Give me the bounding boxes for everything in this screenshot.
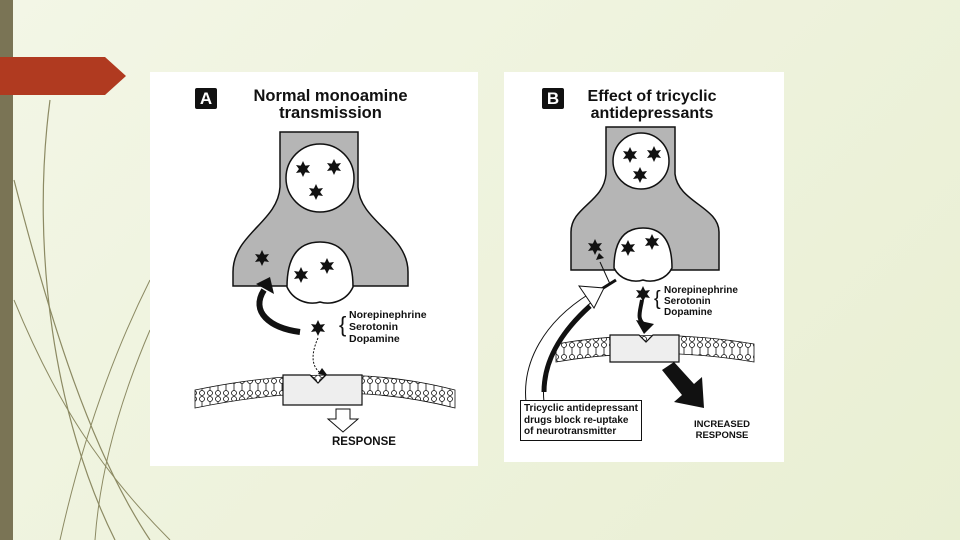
panel-a-badge: A bbox=[195, 88, 217, 109]
synaptic-vesicle-upper bbox=[285, 143, 355, 213]
panel-b-drug-caption: Tricyclic antidepressant drugs block re-… bbox=[520, 400, 642, 441]
presynaptic-terminal-b bbox=[570, 126, 720, 271]
panel-b-neurotransmitter-list: Norepinephrine Serotonin Dopamine bbox=[664, 285, 738, 318]
panel-b-diagram bbox=[525, 126, 755, 408]
receptor-b bbox=[609, 334, 680, 363]
panel-a-diagram bbox=[194, 131, 456, 433]
decorative-curves bbox=[13, 99, 171, 540]
title-accent-arrow bbox=[0, 57, 126, 95]
panel-b-badge: B bbox=[542, 88, 564, 109]
synaptic-vesicle-upper-b bbox=[612, 132, 670, 190]
panel-b-response-label: INCREASED RESPONSE bbox=[694, 419, 750, 441]
panel-a-response-label: RESPONSE bbox=[332, 436, 396, 448]
receptor bbox=[282, 374, 363, 406]
synaptic-vesicle-lower bbox=[286, 241, 354, 304]
brace-a: { bbox=[339, 312, 347, 337]
brace-b: { bbox=[654, 288, 661, 310]
synaptic-vesicle-lower-b bbox=[613, 227, 673, 282]
left-accent-bar bbox=[0, 0, 13, 540]
panel-a-neurotransmitter-list: Norepinephrine Serotonin Dopamine bbox=[349, 309, 427, 345]
